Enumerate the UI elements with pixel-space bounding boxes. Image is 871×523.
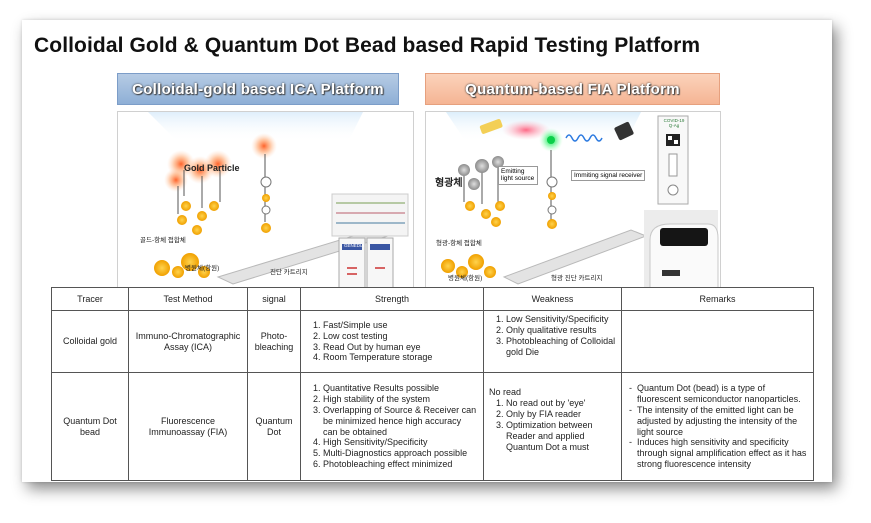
tracer-cell: Colloidal gold (51, 310, 129, 373)
remarks-cell (621, 310, 814, 373)
fia-cartridge-label: 형광 진단 카트리지 (551, 275, 603, 282)
fia-diagram-graphic (441, 112, 719, 288)
list-item: Only by FIA reader (506, 409, 616, 420)
list-item: Optimization between Reader and applied … (506, 420, 616, 453)
fia-fluor-label: 형광체 (435, 178, 463, 189)
receiver-callout: Immiting signal receiver (571, 170, 646, 182)
header-test-method: Test Method (128, 287, 248, 311)
ica-product-brand: GENEDIA (344, 243, 365, 248)
strength-cell: Fast/Simple use Low cost testing Read Ou… (300, 310, 484, 373)
ica-platform-header: Colloidal-gold based ICA Platform (117, 73, 399, 105)
header-remarks: Remarks (621, 287, 814, 311)
list-item: No read out by 'eye' (506, 398, 616, 409)
list-item: High Sensitivity/Specificity (323, 437, 478, 448)
header-strength: Strength (300, 287, 484, 311)
signal-cell: Quantum Dot (247, 372, 301, 481)
list-item: Room Temperature storage (323, 352, 478, 363)
ica-cartridge-label: 진단 카트리지 (270, 269, 308, 276)
list-item: Low cost testing (323, 331, 478, 342)
ica-illustration: Gold Particle 골드-항체 접합체 병원체(항원) 진단 카트리지 … (117, 111, 414, 289)
header-tracer: Tracer (51, 287, 129, 311)
list-item: Quantitative Results possible (323, 383, 478, 394)
method-cell: Immuno-Chromatographic Assay (ICA) (128, 310, 248, 373)
list-item: Overlapping of Source & Receiver can be … (323, 405, 478, 438)
list-item: Photobleaching effect minimized (323, 459, 478, 470)
list-item: Only qualitative results (506, 325, 616, 336)
tracer-cell: Quantum Dot bead (51, 372, 129, 481)
header-weakness: Weakness (483, 287, 622, 311)
table-header-row: Tracer Test Method signal Strength Weakn… (51, 287, 814, 311)
list-item: Photobleaching of Colloidal gold Die (506, 336, 616, 358)
list-item: High stability of the system (323, 394, 478, 405)
emitting-light-callout: Emitting light source (498, 166, 538, 185)
signal-cell: Photo-bleaching (247, 310, 301, 373)
list-item: Fast/Simple use (323, 320, 478, 331)
fia-illustration: 형광체 Emitting light source Immiting signa… (425, 111, 721, 289)
header-signal: signal (247, 287, 301, 311)
ica-pathogen-label: 병원체(항원) (185, 265, 220, 272)
list-item: Low Sensitivity/Specificity (506, 314, 616, 325)
slide: Colloidal Gold & Quantum Dot Bead based … (22, 20, 832, 482)
ica-diagram-graphic (148, 112, 409, 288)
table-row: Quantum Dot bead Fluorescence Immunoassa… (51, 372, 814, 481)
fia-pathogen-label: 병원체(항원) (448, 275, 483, 282)
fia-platform-header: Quantum-based FIA Platform (425, 73, 720, 105)
table-row: Colloidal gold Immuno-Chromatographic As… (51, 310, 814, 373)
ica-conjugate-label: 골드-항체 접합체 (140, 237, 186, 244)
slide-title: Colloidal Gold & Quantum Dot Bead based … (34, 34, 701, 57)
weakness-intro: No read (489, 387, 522, 397)
weakness-cell: Low Sensitivity/Specificity Only qualita… (483, 310, 622, 373)
covid-product-text: COVID-19 Q-Ag (663, 118, 685, 128)
fia-conjugate-label: 형광-항체 접합체 (436, 240, 482, 247)
comparison-table: Tracer Test Method signal Strength Weakn… (51, 287, 814, 481)
list-item: Read Out by human eye (323, 342, 478, 353)
list-item: Quantum Dot (bead) is a type of fluoresc… (629, 383, 808, 405)
strength-cell: Quantitative Results possible High stabi… (300, 372, 484, 481)
list-item: Multi-Diagnostics approach possible (323, 448, 478, 459)
list-item: The intensity of the emitted light can b… (629, 405, 808, 438)
method-cell: Fluorescence Immunoassay (FIA) (128, 372, 248, 481)
weakness-cell: No read No read out by 'eye' Only by FIA… (483, 372, 622, 481)
remarks-cell: Quantum Dot (bead) is a type of fluoresc… (621, 372, 814, 481)
list-item: Induces high sensitivity and specificity… (629, 437, 808, 470)
gold-particle-label: Gold Particle (184, 163, 240, 173)
